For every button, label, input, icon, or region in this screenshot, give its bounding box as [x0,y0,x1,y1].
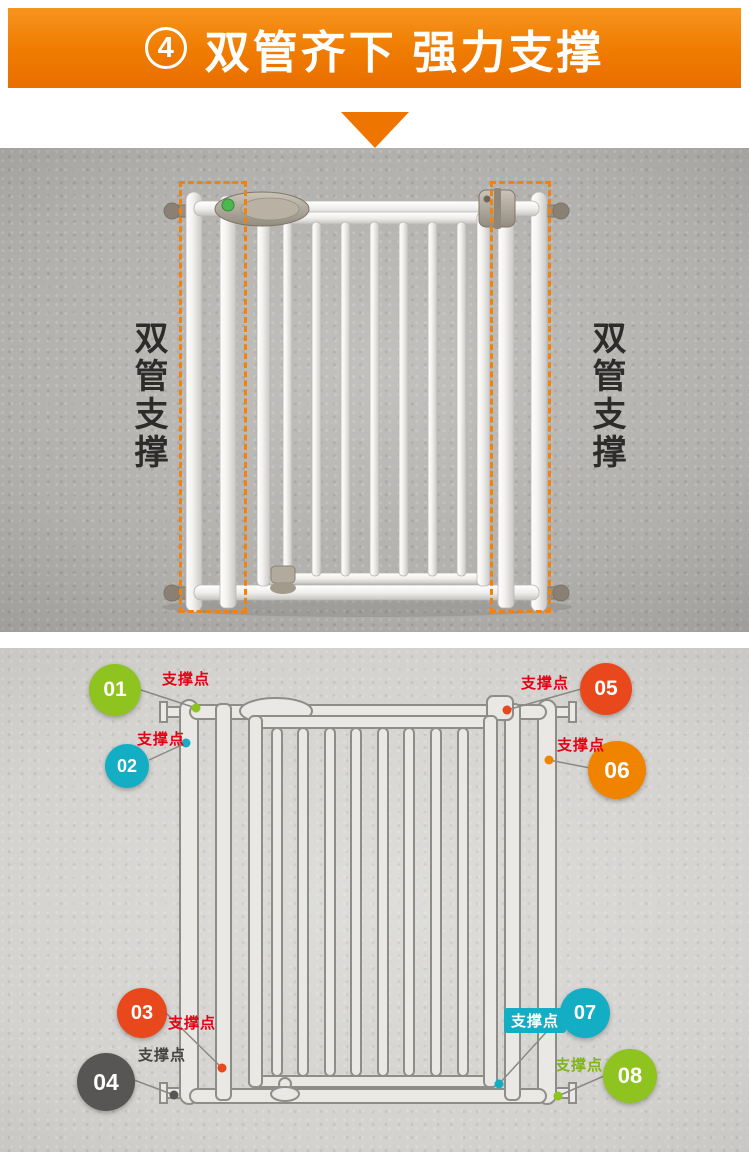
section-title: 双管齐下 强力支撑 [204,26,605,78]
support-point-label-07: 支撑点 [504,1008,567,1033]
latch-handle [214,191,310,227]
left-post-highlight [179,181,247,613]
right-caption: 双管支撑 [587,320,625,472]
safety-gate-photo [162,188,572,617]
step-number-badge: 4 [144,27,187,69]
support-point-dots [169,703,563,1101]
leader-lines [133,688,605,1097]
gate-photo-section: 双管支撑 双管支撑 [0,148,749,632]
support-badge-01: 01 [89,664,141,716]
outline-door [239,695,514,1102]
support-badge-05: 05 [580,663,632,715]
gate-frame [185,191,548,613]
support-point-label-02: 支撑点 [137,731,186,748]
support-point-label-05: 支撑点 [521,675,570,692]
down-arrow-icon [340,112,409,148]
support-badge-08: 08 [603,1049,657,1103]
support-point-label-03: 支撑点 [168,1015,217,1032]
support-badge-07: 07 [560,988,610,1038]
right-post-highlight [490,181,551,613]
support-points-diagram: 01 02 03 04 05 06 07 08 支撑点 支撑点 支撑点 支撑点 … [0,648,749,1152]
gate-shadow [162,597,572,617]
support-point-label-06: 支撑点 [557,737,606,754]
safety-gate-outline [133,688,605,1105]
support-badge-04: 04 [77,1053,135,1111]
support-badge-02: 02 [105,744,149,788]
support-badge-03: 03 [117,988,167,1038]
gate-door [256,211,491,587]
hinge [478,188,516,229]
outline-frame [179,699,557,1105]
left-caption: 双管支撑 [129,320,167,472]
support-point-label-08: 支撑点 [555,1057,604,1074]
support-badge-06: 06 [588,741,646,799]
support-point-label-04: 支撑点 [138,1047,187,1064]
section-banner: 4 双管齐下 强力支撑 [8,8,741,88]
foot-pedal [270,565,296,594]
support-point-label-01: 支撑点 [162,671,211,688]
